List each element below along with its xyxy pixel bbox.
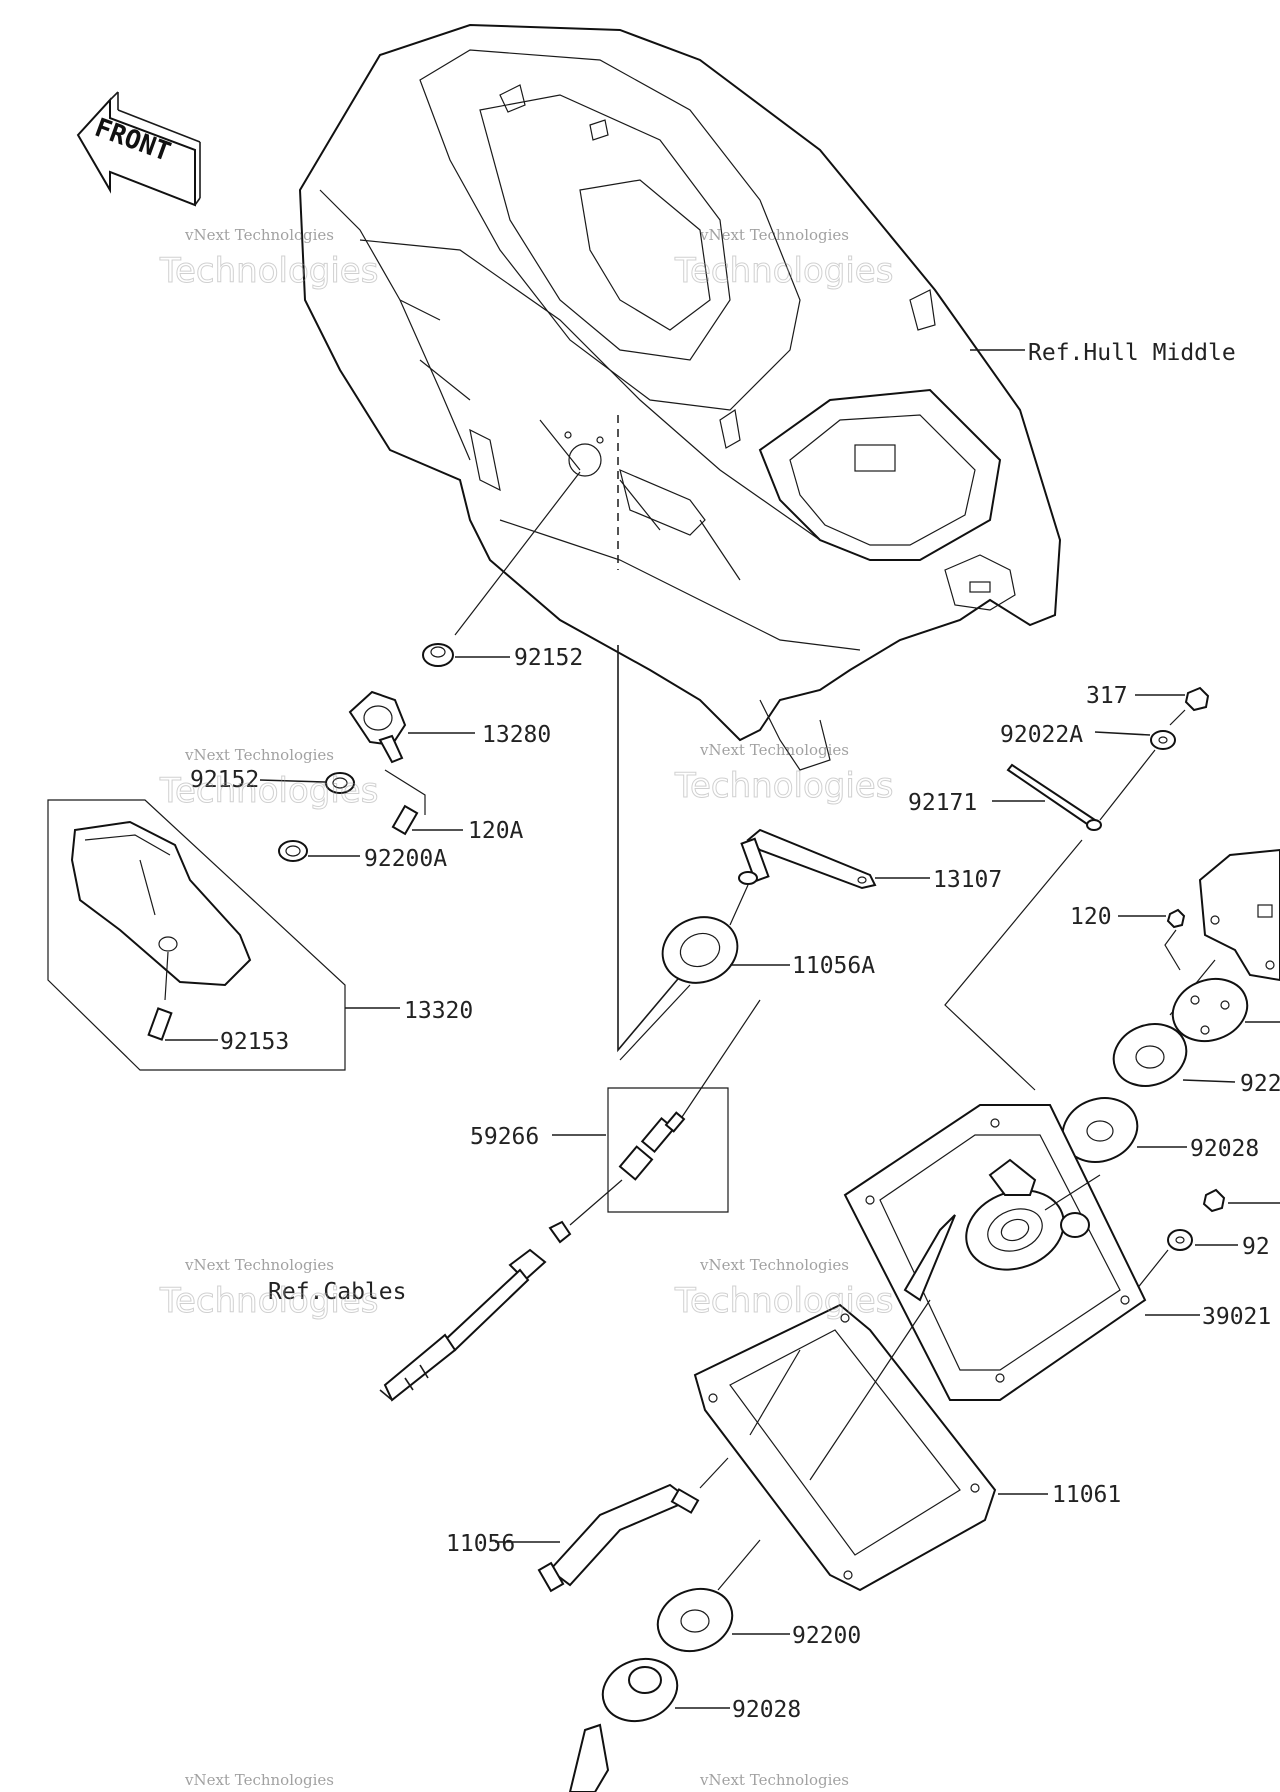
- gasket-11061: [693, 1299, 1048, 1592]
- callout-92-partial: 92: [1242, 1234, 1270, 1260]
- callout-922-partial: 922: [1240, 1071, 1280, 1097]
- cable-ref: [379, 1179, 623, 1402]
- callout-92171: 92171: [908, 790, 977, 816]
- callout-11061: 11061: [1052, 1482, 1121, 1508]
- watermark-text: Technologies: [159, 771, 378, 811]
- watermark-text: vNext Technologies: [184, 1256, 334, 1274]
- callout-92152-top: 92152: [514, 645, 583, 671]
- hull-middle-part: [298, 23, 1062, 771]
- flange-disc: [1171, 977, 1280, 1043]
- fitting-59266-box: [552, 1087, 729, 1213]
- watermark-text: Technologies: [674, 251, 893, 291]
- tie-92171: [992, 749, 1156, 831]
- watermark-text: vNext Technologies: [699, 1771, 849, 1789]
- watermark-text: vNext Technologies: [699, 226, 849, 244]
- callout-92028-bottom: 92028: [732, 1697, 801, 1723]
- lever-13107: [738, 828, 930, 890]
- bolt-120A: [384, 769, 463, 836]
- watermark-group: vNext Technologies Technologies vNext Te…: [159, 226, 894, 1789]
- watermark-text: Technologies: [674, 766, 893, 806]
- watermark-text: vNext Technologies: [699, 741, 849, 759]
- callout-92022A: 92022A: [1000, 722, 1083, 748]
- watermark-text: vNext Technologies: [184, 226, 334, 244]
- grommet-92152-top: [422, 471, 581, 667]
- watermark-text: vNext Technologies: [184, 746, 334, 764]
- watermark-text: vNext Technologies: [699, 1256, 849, 1274]
- callout-13107: 13107: [933, 867, 1002, 893]
- washer-92028-bottom: [568, 1657, 730, 1792]
- callout-39021-partial: 39021: [1202, 1304, 1271, 1330]
- callout-317: 317: [1086, 683, 1128, 709]
- watermark-text: Technologies: [674, 1281, 893, 1321]
- nut-lower-right: [1119, 1188, 1280, 1311]
- callout-ref-hull-middle: Ref.Hull Middle: [1028, 340, 1236, 366]
- callout-92028-right: 92028: [1190, 1136, 1259, 1162]
- bolt-120: [1118, 908, 1186, 971]
- lever-11056: [495, 1457, 729, 1593]
- callout-92152-left: 92152: [190, 767, 259, 793]
- watermark-text: Technologies: [159, 251, 378, 291]
- plate-39021: [843, 1104, 1200, 1401]
- callout-120A: 120A: [468, 818, 524, 844]
- callout-13320: 13320: [404, 998, 473, 1024]
- leader-92171-plate: [944, 839, 1083, 1091]
- fitting-13280: [348, 690, 475, 764]
- washer-92200: [656, 1539, 790, 1653]
- washer-922: [1112, 1023, 1236, 1087]
- callout-11056A: 11056A: [792, 953, 875, 979]
- front-arrow-icon: FRONT: [76, 91, 201, 207]
- gasket-11056A: [619, 884, 790, 1121]
- nut-317: [1135, 686, 1210, 712]
- callout-120: 120: [1070, 904, 1112, 930]
- callout-59266: 59266: [470, 1124, 539, 1150]
- cover-13320-box: [47, 799, 400, 1071]
- callout-92153: 92153: [220, 1029, 289, 1055]
- washer-92022A: [1094, 709, 1186, 750]
- grommet-92152-left: [259, 772, 355, 794]
- callout-13280: 13280: [482, 722, 551, 748]
- watermark-text: vNext Technologies: [184, 1771, 334, 1789]
- callout-92200A: 92200A: [364, 846, 447, 872]
- callout-92200: 92200: [792, 1623, 861, 1649]
- washer-92200A: [278, 840, 360, 862]
- callout-11056: 11056: [446, 1531, 515, 1557]
- leader-line: [617, 645, 716, 1053]
- watermark-text: Technologies: [159, 1281, 378, 1321]
- callout-ref-cables: Ref.Cables: [268, 1279, 406, 1305]
